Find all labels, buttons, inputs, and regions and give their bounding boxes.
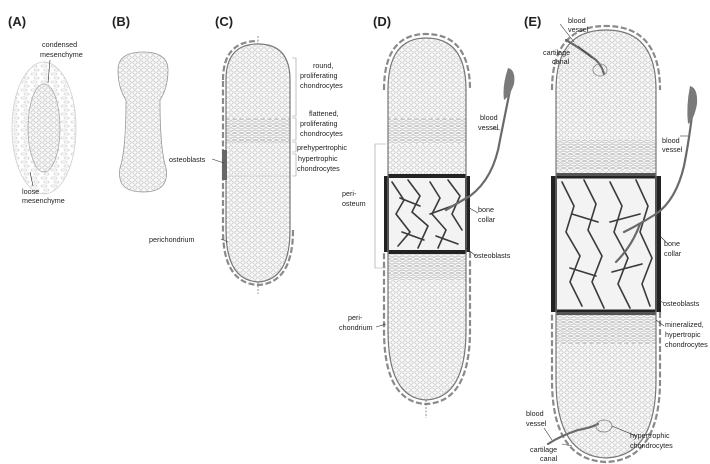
label-mineralized: mineralized, [665,320,704,329]
panel-a-mesenchyme [12,62,76,194]
panel-e-marrow-cavity [556,176,656,312]
label-periosteum-1: peri- [342,189,357,198]
label-hypertrophic: hypertrophic [298,154,338,163]
label-condensed-mesenchyme: mesenchyme [40,50,83,59]
label-perichondrium: perichondrium [149,235,195,244]
label-condensed: condensed [42,40,77,49]
label-collar-e: collar [664,249,682,258]
label-flattened-chondrocytes: chondrocytes [300,129,343,138]
bracket-round-proliferating [292,58,296,116]
label-cartilage-e-top: cartilage [543,48,570,57]
panel-label-d: (D) [373,14,391,29]
label-canal-e-top: canal [552,57,570,66]
label-mineralized-chondrocytes: chondrocytes [665,340,708,349]
bracket-prehypertrophic [292,142,296,152]
label-collar-d: collar [478,215,496,224]
label-vessel-e-top: vessel [568,25,589,34]
bracket-hypertrophic [292,154,296,176]
label-blood-e-mid: blood [662,136,680,145]
label-loose-mesenchyme: mesenchyme [22,196,65,205]
label-mineralized-hypertropic: hypertropic [665,330,701,339]
label-round-chondrocytes: chondrocytes [300,81,343,90]
panel-b-cartilage-anlage [118,52,168,192]
label-blood-e-top: blood [568,16,586,25]
label-perichondrium-d-2: chondrium [339,323,373,332]
label-flattened: flattened, [309,109,339,118]
label-hypertrophic-chondrocytes: chondrocytes [297,164,340,173]
label-blood-e-bottom: blood [526,409,544,418]
label-osteoblasts-c: osteoblasts [169,155,206,164]
label-perichondrium-d-1: peri- [348,313,363,322]
label-round-proliferating: proliferating [300,71,338,80]
leader-blood-vessel-e-bottom [544,428,552,440]
panel-c-cartilage [222,36,293,294]
label-flattened-proliferating: proliferating [300,119,338,128]
label-prehypertrophic: prehypertrophic [297,143,347,152]
label-cartilage-e-bottom: cartilage [530,445,557,454]
label-blood-d: blood [480,113,498,122]
label-hypertrophic-chondrocytes-e: chondrocytes [630,441,673,450]
label-loose: loose [22,187,39,196]
panel-label-c: (C) [215,14,233,29]
panel-label-b: (B) [112,14,130,29]
label-bone-e: bone [664,239,680,248]
label-osteoblasts-e: osteoblasts [663,299,700,308]
bracket-flattened-proliferating [292,118,296,140]
label-vessel-e-bottom: vessel [526,419,547,428]
panel-d-bone-rudiment [384,34,514,418]
label-periosteum-2: osteum [342,199,366,208]
label-bone-d: bone [478,205,494,214]
label-vessel-e-mid: vessel [662,145,683,154]
label-round: round, [313,61,333,70]
panel-label-a: (A) [8,14,26,29]
panel-label-e: (E) [524,14,541,29]
label-canal-e-bottom: canal [540,454,558,463]
label-vessel-d: vessel [478,123,499,132]
label-osteoblasts-d: osteoblasts [474,251,511,260]
label-hypertrophic-e: hypertrophic [630,431,670,440]
